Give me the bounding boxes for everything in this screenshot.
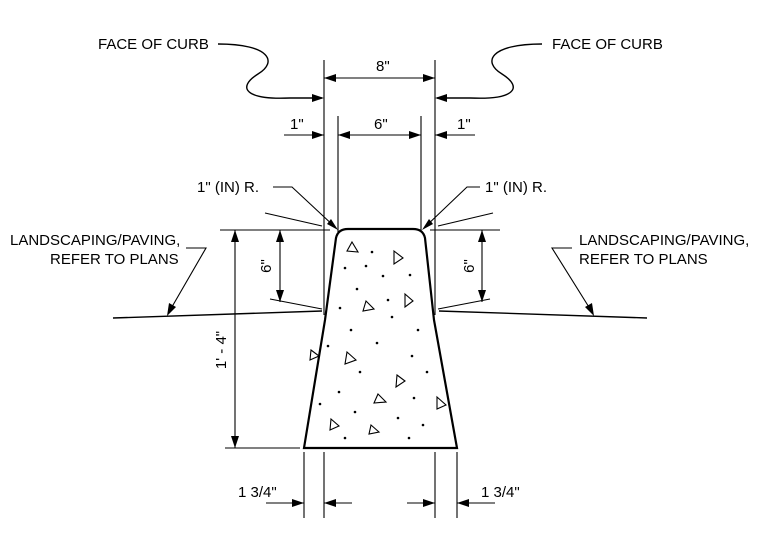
dim-label-exposed-right: 6" [461,259,478,273]
landscaping-label-left-line2: REFER TO PLANS [50,251,179,268]
dim-label-inner-width: 6" [374,116,388,133]
radius-label-right: 1" (IN) R. [485,179,547,196]
dim-label-total-height: 1' - 4" [213,331,230,369]
dim-label-offset-right: 1" [457,116,471,133]
ground-line-left [112,310,323,319]
dim-label-exposed-left: 6" [258,259,275,273]
landscaping-leader-right [551,247,593,313]
landscaping-leader-left [168,247,207,313]
curb-outline [302,227,459,450]
radius-leader-left [273,186,337,229]
face-of-curb-label-left: FACE OF CURB [98,36,209,53]
dim-label-offset-left: 1" [290,116,304,133]
dim-label-batter-right: 1 3/4" [481,484,520,501]
dim-label-batter-left: 1 3/4" [238,484,277,501]
face-of-curb-label-right: FACE OF CURB [552,36,663,53]
grade-tick-left-top [264,212,323,227]
radius-leader-right [423,186,480,229]
dim-label-top-width: 8" [376,58,390,75]
face-of-curb-leader-left [217,43,322,99]
landscaping-label-right-line2: REFER TO PLANS [579,251,708,268]
grade-tick-right-bottom [437,298,491,310]
ground-line-right [438,310,648,319]
face-of-curb-leader-right [437,43,543,99]
landscaping-label-left-line1: LANDSCAPING/PAVING, [10,232,180,249]
radius-label-left: 1" (IN) R. [197,179,259,196]
grade-tick-right-top [437,212,494,227]
concrete-hatch [309,240,448,440]
landscaping-label-right-line1: LANDSCAPING/PAVING, [579,232,749,249]
grade-tick-left-bottom [269,298,323,310]
